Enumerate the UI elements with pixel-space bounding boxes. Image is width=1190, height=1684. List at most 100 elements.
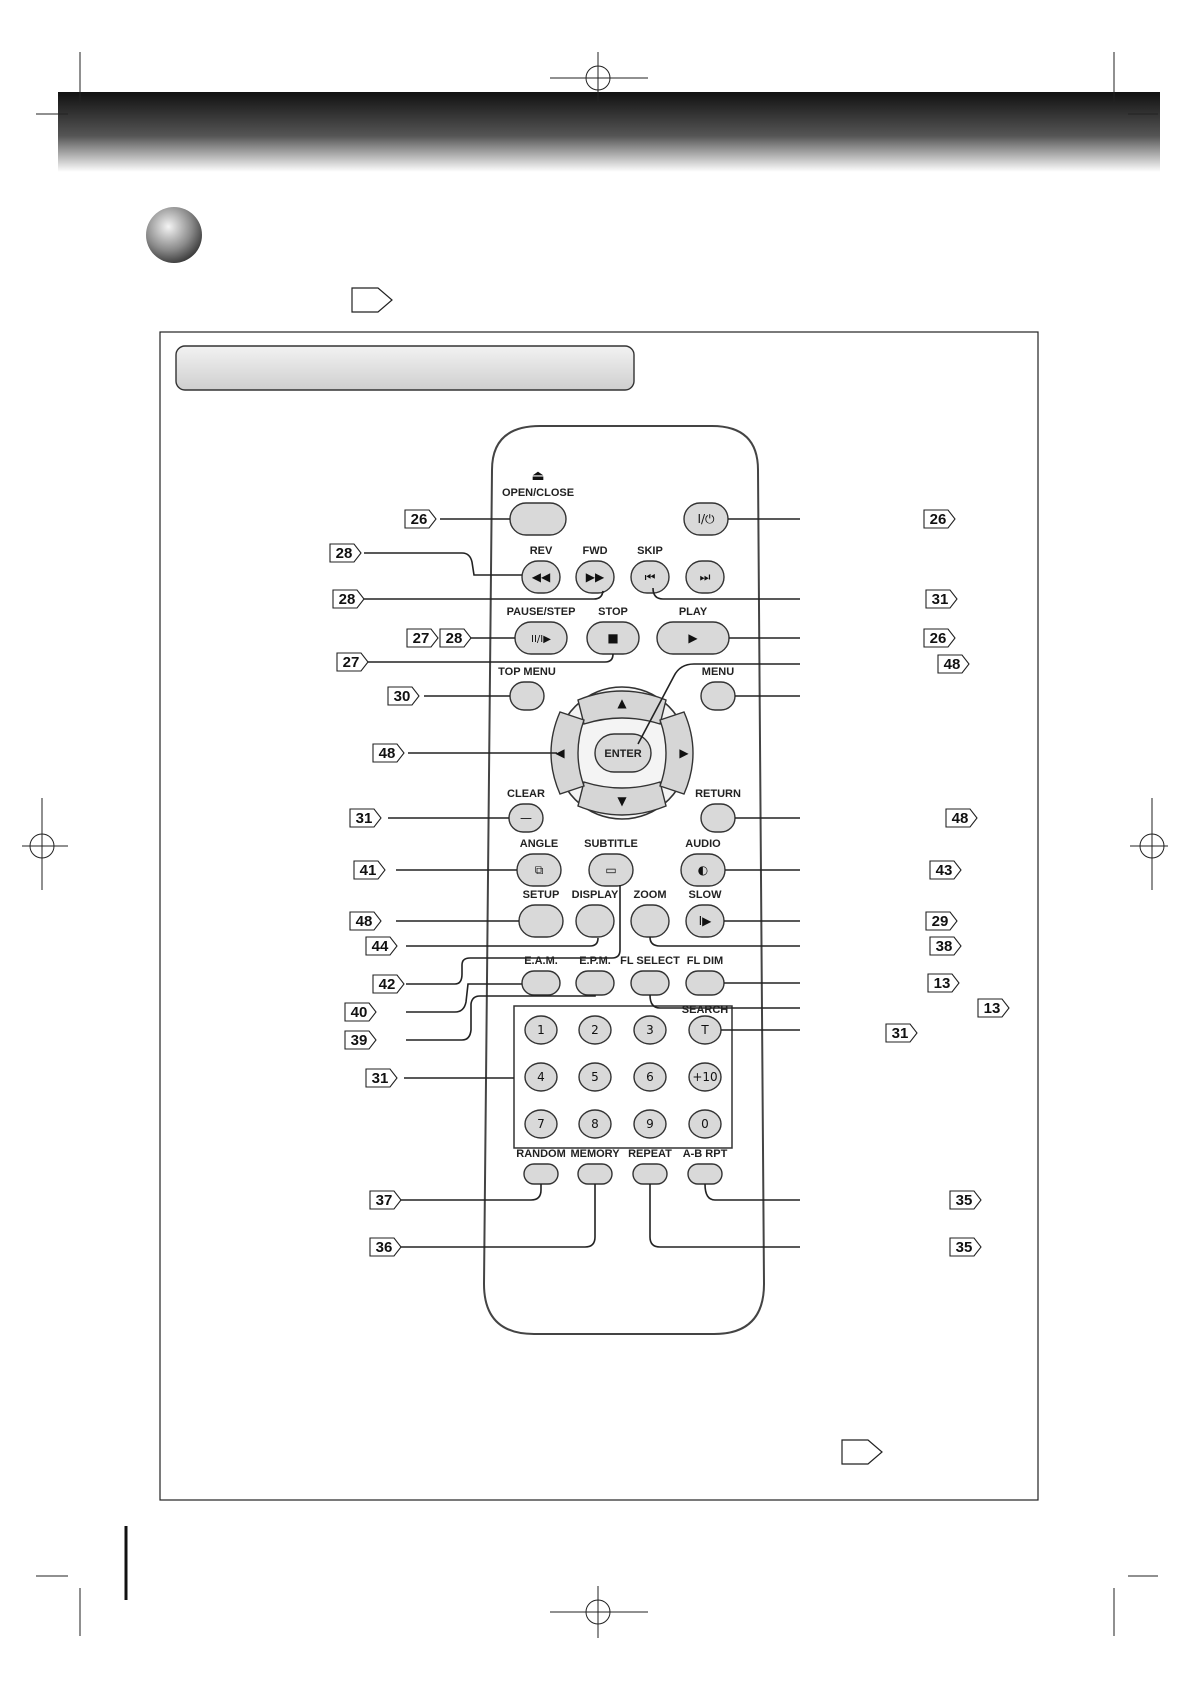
play-glyph: ▶	[688, 631, 698, 645]
fl-select-button-shape[interactable]	[630, 970, 670, 996]
plus10-button[interactable]: +10	[688, 1062, 722, 1092]
page-callout: 48	[945, 808, 978, 828]
menu-label: MENU	[702, 666, 734, 678]
left-button[interactable]: ◀	[550, 711, 585, 795]
epm-button-shape[interactable]	[575, 970, 615, 996]
random-button[interactable]: RANDOM	[516, 1148, 566, 1185]
enter-button-shape[interactable]	[594, 733, 652, 773]
fwd-button[interactable]: ▶▶FWD	[575, 545, 615, 594]
top-menu-button-shape[interactable]	[509, 681, 545, 711]
audio-button[interactable]: ◐AUDIO	[680, 838, 726, 887]
n5-button-shape[interactable]	[578, 1062, 612, 1092]
rev-button-shape[interactable]	[521, 560, 561, 594]
callout-badge	[945, 808, 978, 828]
setup-button-shape[interactable]	[518, 904, 564, 938]
n8-button[interactable]: 8	[578, 1109, 612, 1139]
up-button[interactable]: ▲	[577, 690, 667, 725]
n7-button[interactable]: 7	[524, 1109, 558, 1139]
page-callout: 13	[977, 998, 1010, 1018]
right-arrow-pad[interactable]	[659, 711, 694, 795]
n9-button[interactable]: 9	[633, 1109, 667, 1139]
setup-button[interactable]: SETUP	[518, 889, 564, 938]
n7-button-shape[interactable]	[524, 1109, 558, 1139]
n8-button-shape[interactable]	[578, 1109, 612, 1139]
n6-button-shape[interactable]	[633, 1062, 667, 1092]
menu-button-shape[interactable]	[700, 681, 736, 711]
skip-back-glyph: ⏮	[645, 570, 656, 584]
plus10-button-shape[interactable]	[688, 1062, 722, 1092]
power-button[interactable]: I/⏻	[683, 502, 729, 536]
down-button[interactable]: ▼	[577, 781, 667, 816]
open-close-button[interactable]: OPEN/CLOSE	[502, 487, 574, 536]
n6-button[interactable]: 6	[633, 1062, 667, 1092]
n2-button-shape[interactable]	[578, 1015, 612, 1045]
callout-badge	[949, 1237, 982, 1257]
display-button[interactable]: DISPLAY	[572, 889, 619, 938]
n1-button-shape[interactable]	[524, 1015, 558, 1045]
ab-rpt-button[interactable]: A-B RPT	[683, 1148, 728, 1185]
n9-button-shape[interactable]	[633, 1109, 667, 1139]
page-callout: 28	[332, 589, 365, 609]
skip-fwd-button[interactable]: ⏭	[685, 560, 725, 594]
skip-back-button-shape[interactable]	[630, 560, 670, 594]
top-menu-button[interactable]: TOP MENU	[498, 666, 556, 711]
fwd-button-shape[interactable]	[575, 560, 615, 594]
random-label: RANDOM	[516, 1148, 566, 1160]
crop-marks	[22, 52, 1168, 1638]
skip-back-button[interactable]: ⏮SKIP	[630, 545, 670, 594]
ab-rpt-button-shape[interactable]	[687, 1163, 723, 1185]
n7-glyph: 7	[537, 1117, 545, 1131]
memory-button-shape[interactable]	[577, 1163, 613, 1185]
callout-page-number: 44	[372, 938, 389, 955]
memory-button[interactable]: MEMORY	[570, 1148, 620, 1185]
up-arrow-pad[interactable]	[577, 690, 667, 725]
n0-button[interactable]: 0	[688, 1109, 722, 1139]
repeat-button-shape[interactable]	[632, 1163, 668, 1185]
epm-button[interactable]: E.P.M.	[575, 955, 615, 996]
eam-button-shape[interactable]	[521, 970, 561, 996]
rev-button[interactable]: ◀◀REV	[521, 545, 561, 594]
n0-button-shape[interactable]	[688, 1109, 722, 1139]
n2-button[interactable]: 2	[578, 1015, 612, 1045]
angle-button[interactable]: ⧉ANGLE	[516, 838, 562, 887]
right-button[interactable]: ▶	[659, 711, 694, 795]
random-button-shape[interactable]	[523, 1163, 559, 1185]
subtitle-button-shape[interactable]	[588, 853, 634, 887]
zoom-button-shape[interactable]	[630, 904, 670, 938]
stop-button[interactable]: ■STOP	[586, 606, 640, 655]
fl-select-button[interactable]: FL SELECT	[620, 955, 680, 996]
page-callout: 27	[406, 628, 439, 648]
page-callout: 28	[329, 543, 362, 563]
clear-button[interactable]: —CLEAR	[507, 788, 545, 833]
slow-button[interactable]: I▶SLOW	[685, 889, 725, 938]
skip-fwd-button-shape[interactable]	[685, 560, 725, 594]
callout-page-number: 31	[892, 1025, 909, 1042]
subtitle-button[interactable]: ▭SUBTITLE	[584, 838, 638, 887]
page-callout: 26	[923, 509, 956, 529]
return-button[interactable]: RETURN	[695, 788, 741, 833]
callout-page-number: 41	[360, 862, 377, 879]
menu-button[interactable]: MENU	[700, 666, 736, 711]
fl-dim-button-shape[interactable]	[685, 970, 725, 996]
n5-button[interactable]: 5	[578, 1062, 612, 1092]
n1-button[interactable]: 1	[524, 1015, 558, 1045]
n3-button[interactable]: 3	[633, 1015, 667, 1045]
enter-button[interactable]: ENTER	[594, 733, 652, 773]
display-button-shape[interactable]	[575, 904, 615, 938]
page-callout: 42	[372, 974, 405, 994]
return-button-shape[interactable]	[700, 803, 736, 833]
pause-step-button[interactable]: II/I▶PAUSE/STEP	[507, 606, 576, 655]
repeat-button[interactable]: REPEAT	[628, 1148, 672, 1185]
zoom-button[interactable]: ZOOM	[630, 889, 670, 938]
pause-step-glyph: II/I▶	[531, 634, 551, 645]
open-close-button-shape[interactable]	[509, 502, 567, 536]
n4-button[interactable]: 4	[524, 1062, 558, 1092]
down-arrow-pad[interactable]	[577, 781, 667, 816]
callout-badge	[925, 589, 958, 609]
n3-button-shape[interactable]	[633, 1015, 667, 1045]
fl-dim-button[interactable]: FL DIM	[685, 955, 725, 996]
n4-button-shape[interactable]	[524, 1062, 558, 1092]
eam-button[interactable]: E.A.M.	[521, 955, 561, 996]
left-arrow-pad[interactable]	[550, 711, 585, 795]
